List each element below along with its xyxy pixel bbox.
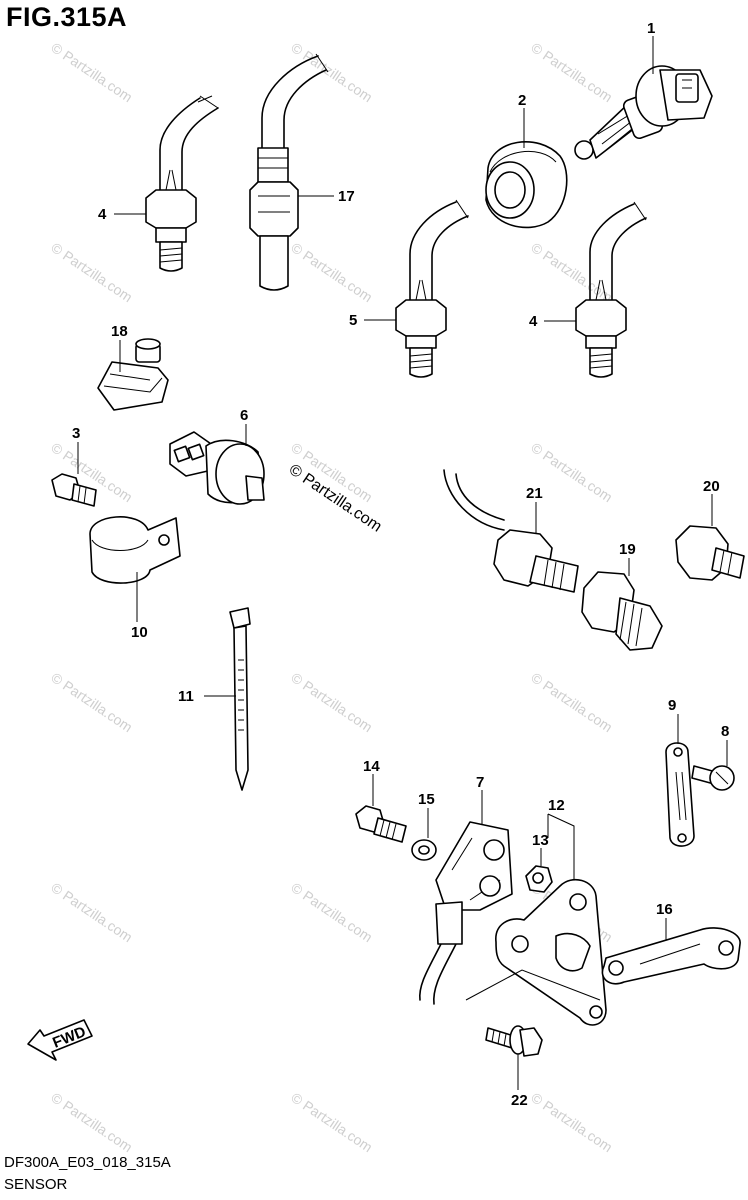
watermark-tile: © Partzilla.com [528,669,615,735]
callout-2[interactable]: 2 [518,92,526,109]
callout-8[interactable]: 8 [721,723,729,740]
watermark-tile: © Partzilla.com [288,239,375,305]
fwd-arrow-icon: FWD [27,1019,93,1061]
callout-20[interactable]: 19 [619,541,636,558]
part-4-sensor-right[interactable] [575,201,647,378]
callout-4b[interactable]: 4 [529,313,538,330]
part-15-bolt[interactable] [355,805,407,843]
callout-5[interactable]: 5 [349,312,357,329]
part-11-cable-tie[interactable] [229,607,251,791]
figure-code: DF300A_E03_018_315A [4,1154,171,1171]
callout-15[interactable]: 14 [363,758,380,775]
part-19-clip[interactable] [97,338,169,411]
watermark-tile: © Partzilla.com [288,1089,375,1155]
watermark-tile: © Partzilla.com [48,1089,135,1155]
watermark-tile: © Partzilla.com [528,1089,615,1155]
part-16-washer[interactable] [411,839,437,861]
callout-10[interactable]: 9 [668,697,676,714]
callout-9[interactable]: 10 [131,624,148,641]
watermark-tile: © Partzilla.com [528,39,615,105]
watermark-tile: © Partzilla.com [528,239,615,305]
callout-22[interactable]: 21 [526,485,543,502]
part-20-plug[interactable] [581,571,663,651]
part-10-bracket[interactable] [665,742,695,847]
figure-name: SENSOR [4,1176,68,1193]
part-22-sensor[interactable] [443,469,579,593]
part-6-sensor[interactable] [419,821,513,1005]
callout-13[interactable]: 12 [548,797,565,814]
part-3-bolt[interactable] [51,473,97,507]
callout-18[interactable]: 17 [338,188,355,205]
watermark-tile: © Partzilla.com [288,879,375,945]
callout-14[interactable]: 13 [532,832,549,849]
watermark-tile: © Partzilla.com [48,669,135,735]
callout-16[interactable]: 15 [418,791,435,808]
part-14-nut[interactable] [525,865,553,893]
callout-7[interactable]: 6 [240,407,248,424]
callout-1[interactable]: 1 [647,20,655,37]
callout-11[interactable]: 11 [178,688,194,705]
part-9-clamp[interactable] [89,516,181,584]
figure-title: FIG.315A [6,2,128,32]
part-7-sensor[interactable] [169,431,265,505]
fwd-label: FWD [50,1023,88,1052]
watermark-tile: © Partzilla.com [48,879,135,945]
part-5-sensor[interactable] [395,199,469,378]
watermark-tile: © Partzilla.com [288,669,375,735]
watermark-tile: © Partzilla.com [48,39,135,105]
callout-21[interactable]: 20 [703,478,720,495]
part-13-bracket[interactable] [495,878,607,1026]
callout-4a[interactable]: 4 [98,206,107,223]
part-2-grommet[interactable] [485,141,568,229]
callout-17[interactable]: 22 [511,1092,528,1109]
callout-12[interactable]: 16 [656,901,673,918]
part-18-sensor[interactable] [249,53,329,291]
callout-3[interactable]: 3 [72,425,80,442]
callout-19[interactable]: 18 [111,323,128,340]
part-21-sensor[interactable] [675,525,745,581]
part-17-bolt[interactable] [485,1025,543,1057]
callout-6[interactable]: 7 [476,774,484,791]
part-12-arm[interactable] [601,927,741,985]
part-8-screw[interactable] [691,765,735,791]
watermark-tile: © Partzilla.com [48,239,135,305]
part-1-sensor[interactable] [574,65,713,160]
watermark-tile: © Partzilla.com [288,39,375,105]
part-4-sensor-left[interactable] [145,95,219,272]
